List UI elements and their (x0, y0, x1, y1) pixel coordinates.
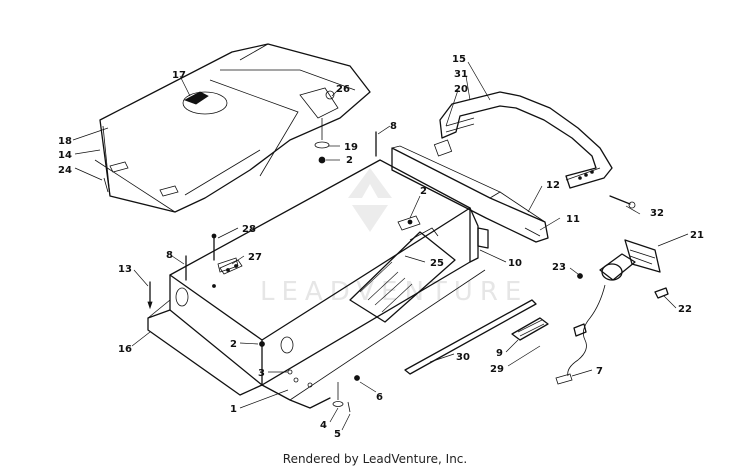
bottom-hardware (259, 341, 360, 413)
bar (404, 299, 537, 375)
callout-25: 25 (430, 258, 444, 269)
callouts: 17 18 14 24 26 19 2 8 15 31 20 2 12 11 3… (58, 54, 704, 440)
callout-1: 1 (230, 404, 237, 415)
callout-23: 23 (552, 262, 566, 273)
callout-8-top: 8 (390, 121, 397, 132)
callout-26: 26 (336, 84, 350, 95)
callout-2-side: 2 (230, 339, 237, 350)
callout-3: 3 (258, 368, 265, 379)
callout-21: 21 (690, 230, 704, 241)
callout-19: 19 (344, 142, 358, 153)
callout-17: 17 (172, 70, 186, 81)
rear-panel (391, 145, 549, 249)
callout-15: 15 (452, 54, 466, 65)
callout-9: 9 (496, 348, 503, 359)
callout-11: 11 (566, 214, 580, 225)
box-clip (397, 215, 421, 231)
callout-18: 18 (58, 136, 72, 147)
callout-4: 4 (320, 420, 327, 431)
callout-29: 29 (490, 364, 504, 375)
callout-22: 22 (678, 304, 692, 315)
callout-12: 12 (546, 180, 560, 191)
callout-10: 10 (508, 258, 522, 269)
callout-7: 7 (596, 366, 603, 377)
leader-lines (72, 61, 689, 431)
callout-24: 24 (58, 165, 72, 176)
callout-16: 16 (118, 344, 132, 355)
watermark: LEADVENTURE (260, 168, 528, 307)
callout-28: 28 (242, 224, 256, 235)
seat-cover (94, 43, 371, 213)
callout-2-seat: 2 (346, 155, 353, 166)
reflector (511, 317, 549, 341)
callout-14: 14 (58, 150, 72, 161)
callout-20: 20 (454, 84, 468, 95)
rod-bracket (211, 233, 239, 273)
handle-bracket (433, 91, 636, 209)
seat-bolt (314, 118, 330, 164)
callout-27: 27 (248, 252, 262, 263)
vent-opening (349, 227, 456, 323)
callout-8-left: 8 (166, 250, 173, 261)
footer-credit: Rendered by LeadVenture, Inc. (282, 452, 468, 466)
callout-5: 5 (334, 429, 341, 440)
taillight-assembly (555, 239, 669, 385)
callout-32: 32 (650, 208, 664, 219)
callout-31: 31 (454, 69, 468, 80)
pins (147, 131, 377, 310)
callout-30: 30 (456, 352, 470, 363)
watermark-text: LEADVENTURE (260, 277, 528, 307)
callout-2-box: 2 (420, 186, 427, 197)
callout-13: 13 (118, 264, 132, 275)
callout-6: 6 (376, 392, 383, 403)
